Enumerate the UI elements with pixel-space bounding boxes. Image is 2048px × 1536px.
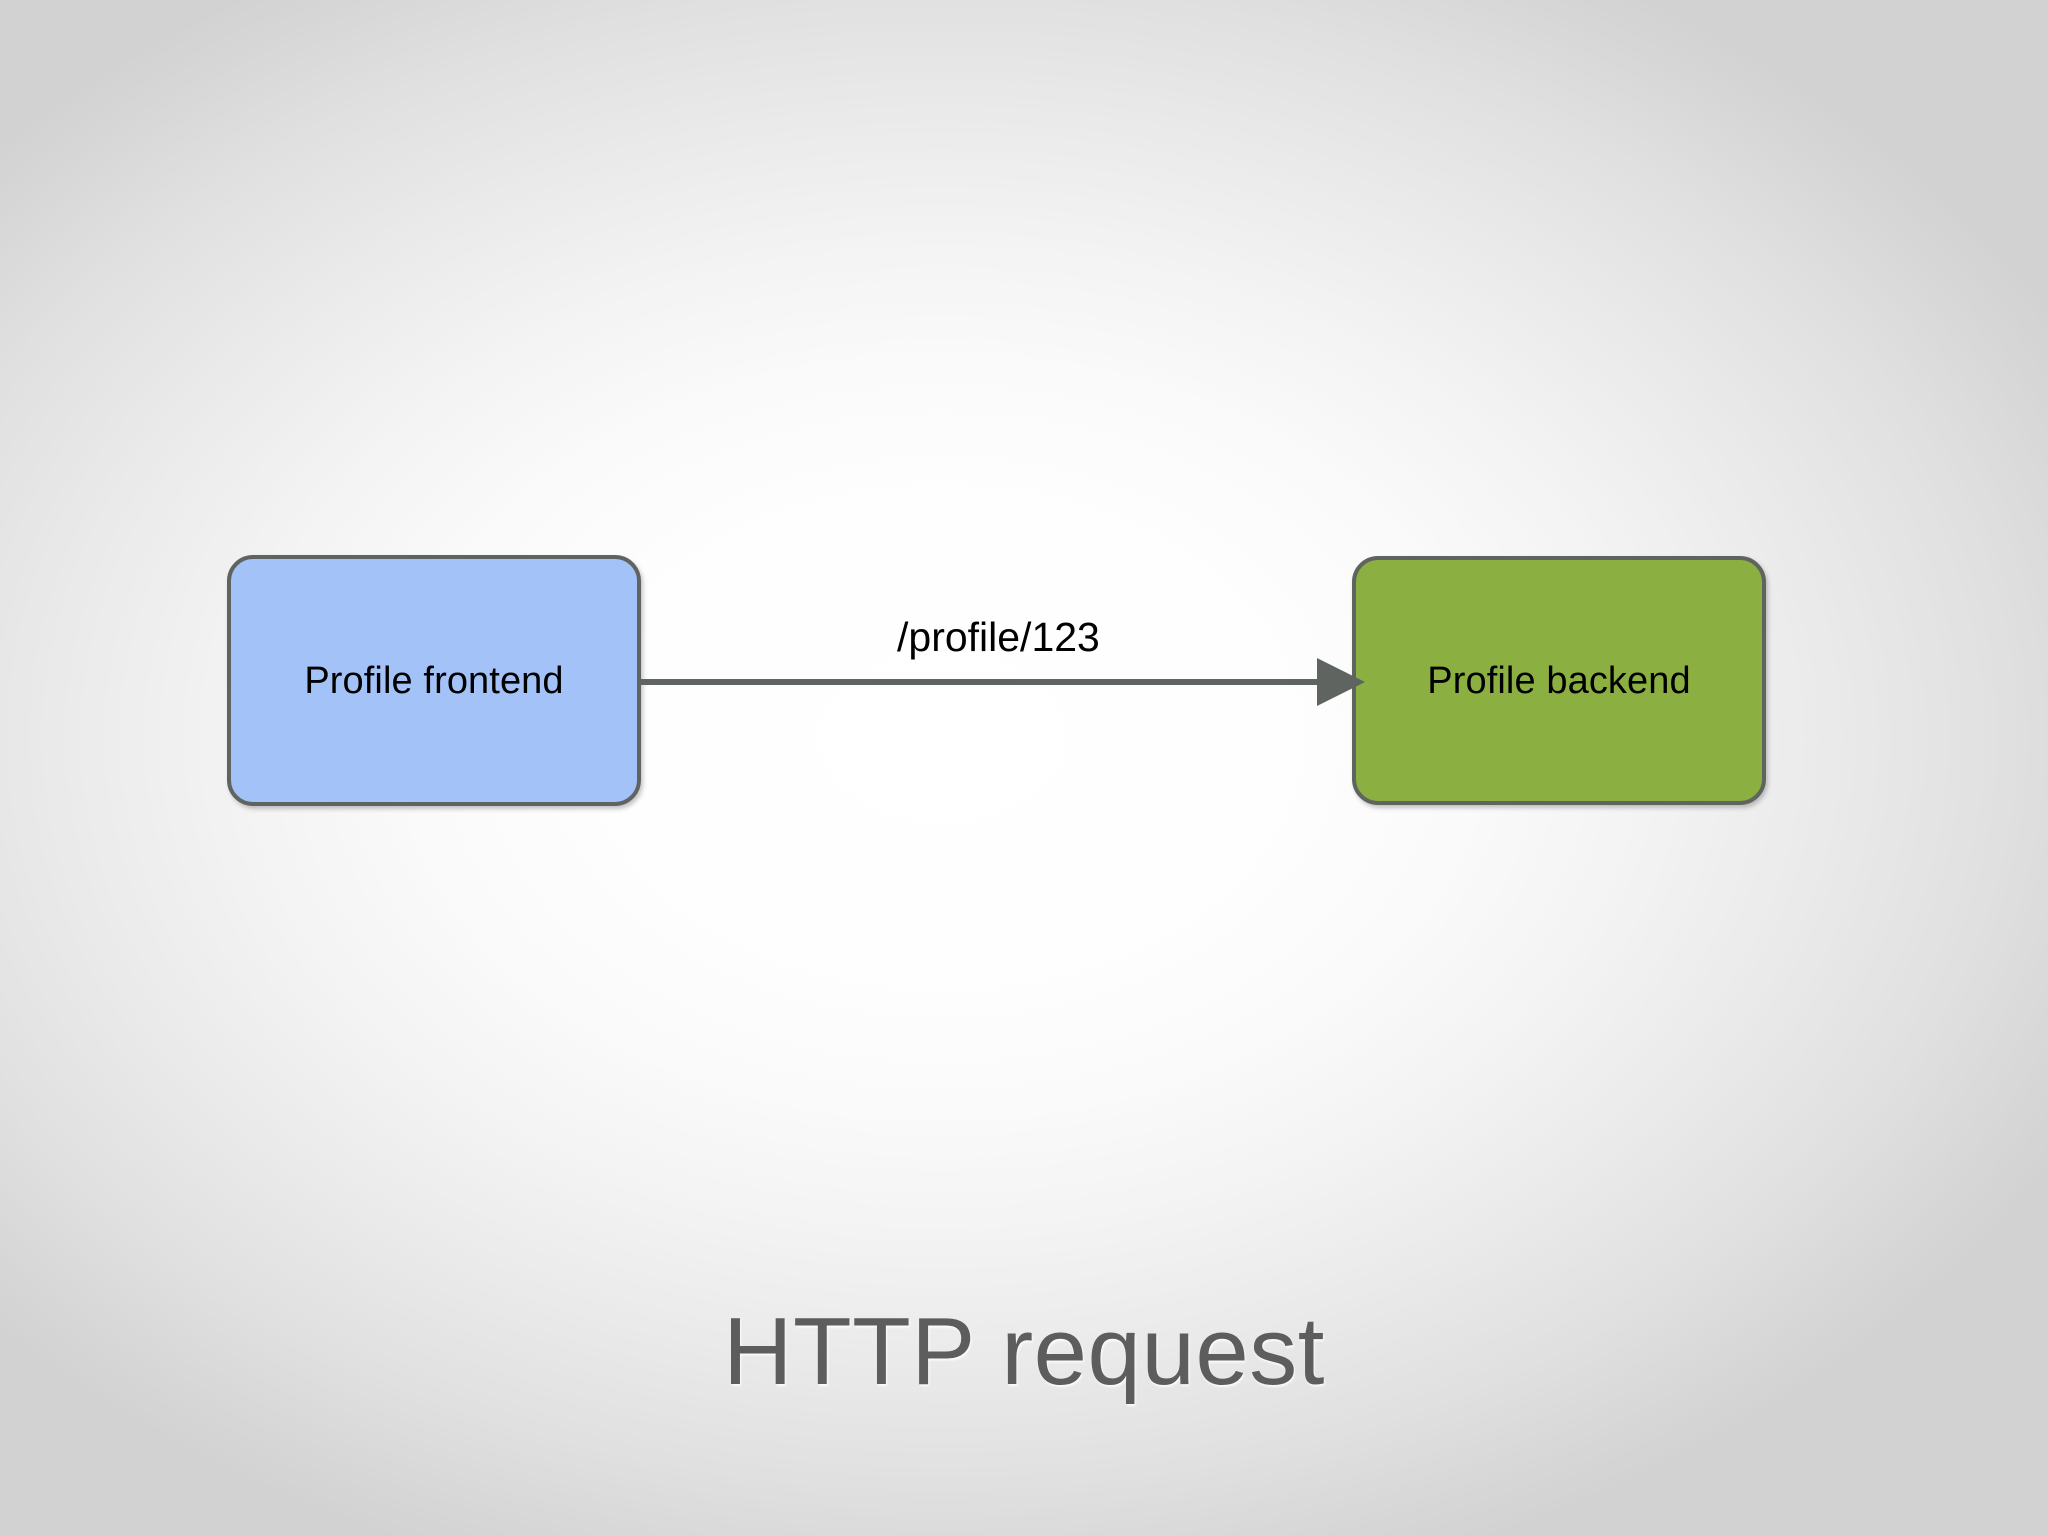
diagram-caption: HTTP request — [723, 1298, 1325, 1405]
node-profile-frontend[interactable]: Profile frontend — [227, 555, 641, 806]
edge-frontend-to-backend[interactable] — [641, 658, 1365, 706]
node-label-profile-backend: Profile backend — [1427, 659, 1691, 702]
edge-label-profile-path: /profile/123 — [897, 614, 1100, 660]
node-label-profile-frontend: Profile frontend — [304, 659, 564, 702]
node-profile-backend[interactable]: Profile backend — [1352, 556, 1766, 805]
